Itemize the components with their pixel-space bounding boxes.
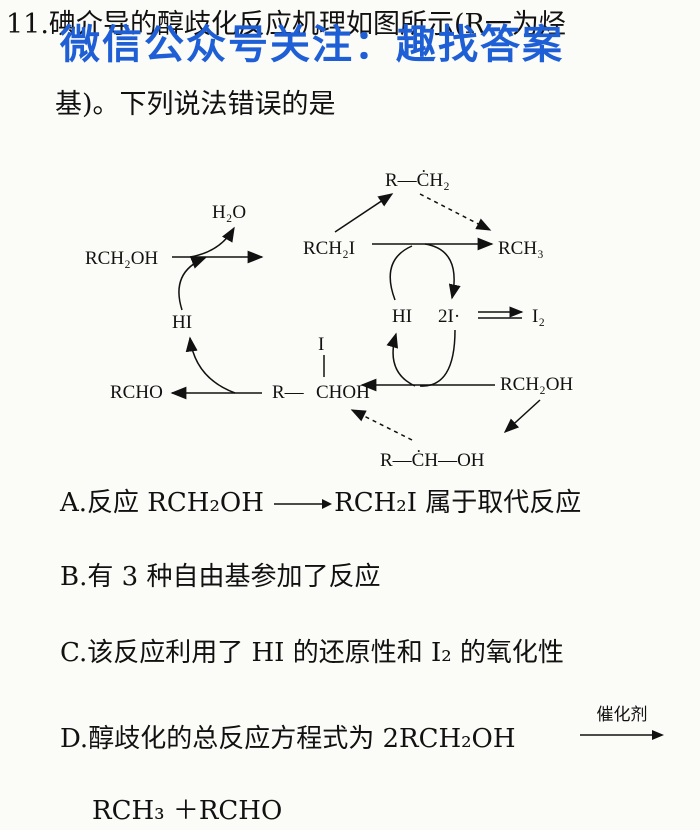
label-two-i-radical: 2I·	[438, 306, 460, 327]
arrow-radical-to-rch3	[419, 193, 492, 231]
label-rcho: RCHO	[110, 382, 163, 403]
label-iodo-substituent: I	[318, 334, 324, 355]
arrow-cycle-right-down	[424, 243, 461, 300]
option-a-text-post: RCH₂I 属于取代反应	[334, 488, 582, 518]
option-a-label: A.	[60, 488, 88, 518]
label-h2o: H₂O	[212, 202, 246, 223]
arrow-h2o-release	[189, 226, 235, 258]
label-rch2oh-left: RCH₂OH	[85, 248, 158, 269]
option-b-label: B.	[60, 562, 88, 592]
label-rch3: RCH₃	[498, 238, 544, 259]
watermark: 微信公众号关注：趣找答案	[60, 22, 564, 68]
question-text-line1: 碘介导的醇歧化反应机理如图所示(R一为烃	[48, 9, 566, 40]
arc-cycle-left-top	[389, 245, 413, 301]
catalyst-arrow-icon	[580, 730, 664, 740]
option-c[interactable]: C.该反应利用了 HI 的还原性和 I₂ 的氧化性	[60, 632, 564, 669]
label-r-ch-oh-radical: R—ĊH—OH	[380, 450, 485, 471]
label-hi-mid: HI	[392, 306, 412, 327]
option-b-text: 有 3 种自由基参加了反应	[87, 562, 381, 592]
label-hi-left: HI	[172, 312, 192, 333]
label-rch2oh-right: RCH₂OH	[500, 374, 573, 395]
arrow-hi-release	[185, 336, 236, 394]
arrow-to-alcohol-radical	[503, 399, 541, 434]
arrow-radical-to-iodo-alcohol	[350, 409, 413, 441]
option-a-text-pre: 反应 RCH₂OH	[87, 488, 264, 518]
question-stem-line1: 11.碘介导的醇歧化反应机理如图所示(R一为烃	[6, 2, 566, 41]
arc-cycle-right-bottom	[419, 329, 456, 387]
question-stem-line2: 基)。下列说法错误的是	[55, 89, 336, 120]
label-i2: I₂	[532, 306, 545, 327]
option-c-label: C.	[60, 638, 88, 668]
label-r-prefix: R—	[272, 382, 305, 403]
option-b[interactable]: B.有 3 种自由基参加了反应	[60, 556, 380, 593]
arrow-cycle-left-up	[386, 332, 416, 387]
mechanism-diagram: RCH₂OH H₂O HI RCHO R— CHOH I R—ĊH₂ RCH₂I…	[85, 170, 573, 471]
arrow-to-rch2-radical	[334, 193, 394, 233]
option-d-text-pre: 醇歧化的总反应方程式为 2RCH₂OH	[88, 724, 516, 754]
label-choh: CHOH	[316, 382, 370, 403]
option-d-label: D.	[60, 724, 89, 754]
option-c-text: 该反应利用了 HI 的还原性和 I₂ 的氧化性	[87, 638, 564, 668]
option-d[interactable]: D.醇歧化的总反应方程式为 2RCH₂OH	[60, 718, 516, 755]
option-d-line2: RCH₃ ＋RCHO	[92, 796, 283, 826]
label-rch2-radical: R—ĊH₂	[385, 170, 450, 191]
question-number: 11.	[6, 9, 49, 40]
label-rch2i: RCH₂I	[303, 238, 355, 259]
arrow-hi-into-reaction	[178, 257, 207, 311]
option-a[interactable]: A.反应 RCH₂OH RCH₂I 属于取代反应	[60, 482, 581, 519]
reaction-arrow-icon	[274, 499, 333, 509]
catalyst-label: 催化剂	[596, 705, 648, 725]
